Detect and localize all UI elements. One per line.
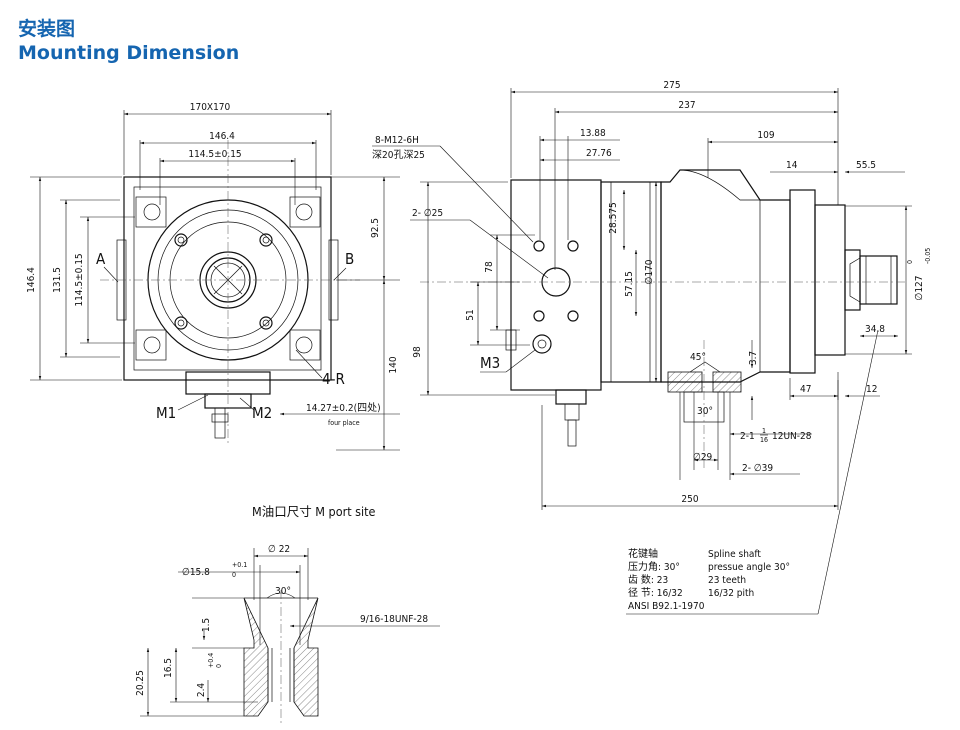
dim-13-88: 13.88 <box>580 128 606 139</box>
dim-78: 78 <box>484 261 495 273</box>
dim-237: 237 <box>678 100 695 111</box>
port-detail: M油口尺寸 M port site ∅ 22 ∅15.8 +0.1 0 30° … <box>135 504 440 724</box>
dim-d170: ∅170 <box>644 259 655 284</box>
port-dim-20-25: 20.25 <box>135 670 146 696</box>
dim-114-5-left: 114.5±0.15 <box>74 253 85 306</box>
dim-131-5: 131.5 <box>52 267 63 293</box>
label-4r: 4-R <box>322 370 345 388</box>
dim-34-8: 34.8 <box>865 324 885 335</box>
dim-frac-num: 1 <box>762 427 766 435</box>
dim-3-7: 3.7 <box>748 351 759 365</box>
dim-57-15: 57.15 <box>624 271 635 297</box>
dim-114-5-top: 114.5±0.15 <box>188 149 241 160</box>
dim-27-76: 27.76 <box>586 148 612 159</box>
spline-row-cn: 花键轴 <box>628 547 658 560</box>
dim-146-4-top: 146.4 <box>209 131 235 142</box>
dim-2-d39: 2- ∅39 <box>742 463 773 474</box>
dim-d127-tol-dn: -0.05 <box>924 248 932 264</box>
side-view: 275 237 109 13.88 27.76 14 55.5 8-M12-6H… <box>372 80 932 615</box>
spline-standard: ANSI B92.1-1970 <box>628 601 705 612</box>
dim-14: 14 <box>786 160 798 171</box>
dim-250: 250 <box>681 494 698 505</box>
spline-row-en: 23 teeth <box>708 575 746 586</box>
port-dim-16-5: 16.5 <box>163 658 174 678</box>
dim-d127-tol-up: 0 <box>906 260 914 264</box>
port-detail-title: M油口尺寸 M port site <box>252 504 376 519</box>
spline-note: 花键轴 Spline shaft 压力角: 30° pressue angle … <box>628 547 790 612</box>
dim-170x170: 170X170 <box>190 102 231 113</box>
port-dim-d15-8-tol-dn: 0 <box>232 571 236 579</box>
dim-109: 109 <box>757 130 774 141</box>
spline-row-en: 16/32 pith <box>708 588 754 599</box>
dim-45deg: 45° <box>690 352 706 363</box>
page-title-cn: 安装图 <box>18 18 76 40</box>
spline-row-en: pressue angle 30° <box>708 562 790 573</box>
dim-47: 47 <box>800 384 811 395</box>
dim-14-27: 14.27±0.2(四处) <box>306 402 381 414</box>
label-m2: M2 <box>252 404 272 422</box>
port-dim-2-4-tol-dn: 0 <box>215 664 223 668</box>
spline-row-cn: 径 节: 16/32 <box>628 586 683 599</box>
dim-92-5: 92.5 <box>370 218 381 238</box>
dim-2-1: 2-1 <box>740 431 755 442</box>
dim-d29: ∅29 <box>693 452 713 463</box>
dim-d127: ∅127 <box>914 275 925 300</box>
port-dim-d22: ∅ 22 <box>268 544 290 555</box>
dim-275: 275 <box>663 80 680 91</box>
port-dim-thread: 9/16-18UNF-28 <box>360 614 428 625</box>
page-title-en: Mounting Dimension <box>18 42 240 64</box>
dim-55-5: 55.5 <box>856 160 876 171</box>
dim-12: 12 <box>866 384 877 395</box>
spline-row-cn: 齿 数: 23 <box>628 573 668 586</box>
spline-row-en: Spline shaft <box>708 549 761 560</box>
label-m1: M1 <box>156 404 176 422</box>
dim-140: 140 <box>388 356 399 373</box>
dim-51: 51 <box>465 309 476 320</box>
dim-four-place: four place <box>328 419 360 427</box>
dim-12un-28: 12UN-28 <box>772 431 812 442</box>
label-port-b: B <box>345 250 354 268</box>
dim-28-575: 28.575 <box>608 202 619 233</box>
dim-146-4-left: 146.4 <box>26 267 37 293</box>
dim-98: 98 <box>412 346 423 358</box>
flange-outline <box>123 176 332 381</box>
dim-8-m12: 8-M12-6H <box>375 135 419 146</box>
label-m3: M3 <box>480 354 500 372</box>
label-port-a: A <box>96 250 106 268</box>
dim-2-d25: 2- ∅25 <box>412 208 443 219</box>
dim-frac-den: 16 <box>760 436 768 444</box>
port-dim-2-4: 2.4 <box>196 683 207 698</box>
port-dim-1-5: 1.5 <box>201 618 212 632</box>
port-dim-d15-8: ∅15.8 <box>182 567 210 578</box>
port-dim-d15-8-tol-up: +0.1 <box>232 561 247 569</box>
port-dim-2-4-tol-up: +0.4 <box>207 653 215 668</box>
spline-row-cn: 压力角: 30° <box>628 560 680 573</box>
front-view: 170X170 146.4 114.5±0.15 146.4 131.5 114… <box>26 102 400 451</box>
dim-30deg-side: 30° <box>697 406 713 417</box>
dim-depth-note: 深20孔深25 <box>372 149 425 161</box>
port-dim-30deg: 30° <box>275 586 291 597</box>
